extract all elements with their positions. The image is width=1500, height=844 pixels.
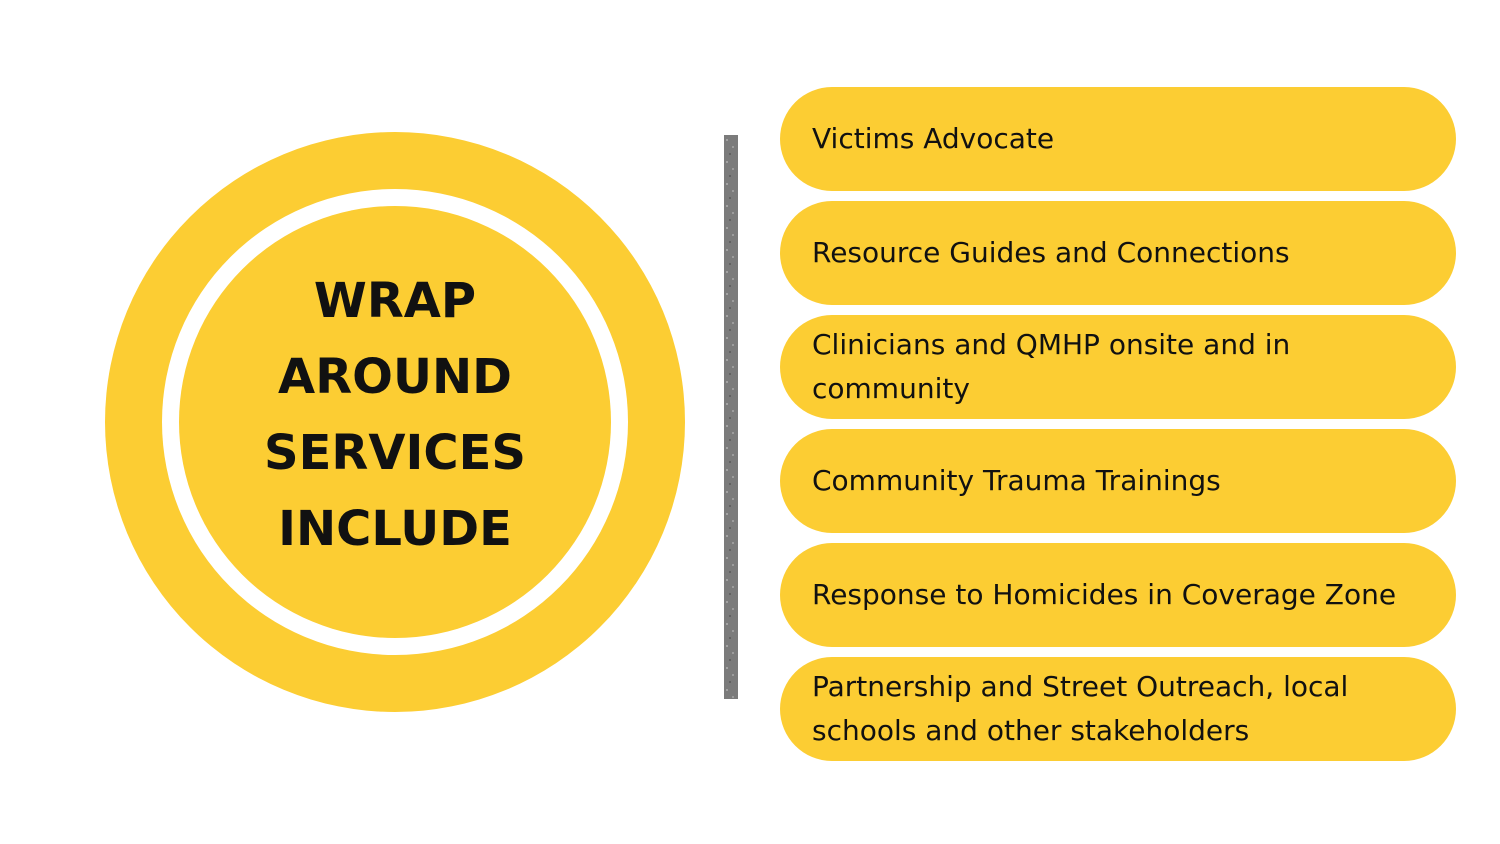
- service-label: Clinicians and QMHP onsite and in commun…: [812, 328, 1291, 405]
- service-pill: Victims Advocate: [780, 87, 1456, 191]
- circle-title: WRAP AROUND SERVICES INCLUDE: [245, 263, 545, 567]
- title-line: SERVICES: [264, 425, 526, 481]
- services-list: Victims Advocate Resource Guides and Con…: [780, 87, 1456, 761]
- title-line: INCLUDE: [278, 501, 512, 557]
- title-line: AROUND: [278, 349, 512, 405]
- service-label: Community Trauma Trainings: [812, 464, 1221, 497]
- title-circle: WRAP AROUND SERVICES INCLUDE: [179, 206, 611, 638]
- service-label: Victims Advocate: [812, 122, 1055, 155]
- service-label: Resource Guides and Connections: [812, 236, 1290, 269]
- service-pill: Resource Guides and Connections: [780, 201, 1456, 305]
- service-pill: Partnership and Street Outreach, local s…: [780, 657, 1456, 761]
- service-pill: Community Trauma Trainings: [780, 429, 1456, 533]
- service-pill: Response to Homicides in Coverage Zone: [780, 543, 1456, 647]
- vertical-divider: [724, 135, 738, 699]
- service-label: Partnership and Street Outreach, local s…: [812, 670, 1349, 747]
- service-label: Response to Homicides in Coverage Zone: [812, 578, 1397, 611]
- title-line: WRAP: [313, 273, 477, 329]
- service-pill: Clinicians and QMHP onsite and in commun…: [780, 315, 1456, 419]
